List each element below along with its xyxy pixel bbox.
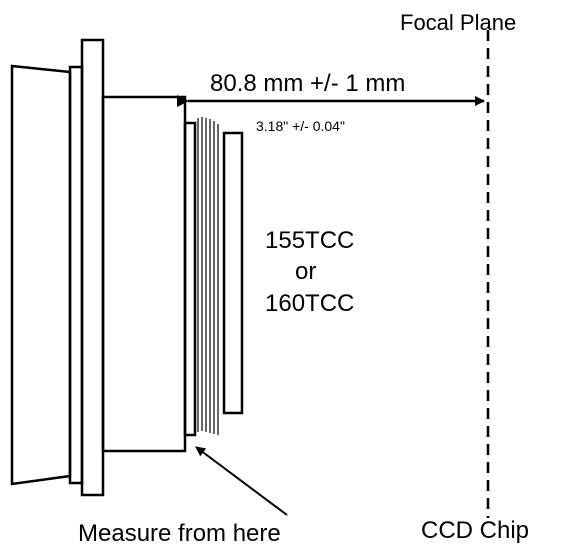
adapter-body bbox=[101, 95, 187, 453]
threaded-section bbox=[183, 117, 244, 437]
ccd-camera-plate bbox=[222, 131, 244, 415]
housing-ring bbox=[68, 65, 84, 485]
housing-back bbox=[10, 64, 72, 486]
thread-collar bbox=[183, 121, 197, 437]
ccd-chip-label: CCD Chip bbox=[421, 517, 529, 544]
focal-plane-label: Focal Plane bbox=[400, 10, 516, 35]
distance-label: 80.8 mm +/- 1 mm bbox=[210, 70, 405, 97]
mount-flange bbox=[80, 38, 105, 497]
model-label-155: 155TCC bbox=[265, 227, 354, 254]
camera-housing bbox=[10, 38, 187, 497]
measure-label: Measure from here bbox=[78, 520, 281, 547]
model-label-160: 160TCC bbox=[265, 290, 354, 317]
distance-inches-label: 3.18" +/- 0.04" bbox=[256, 118, 345, 134]
model-or-label: or bbox=[295, 258, 316, 285]
measure-pointer-arrow bbox=[195, 446, 288, 516]
